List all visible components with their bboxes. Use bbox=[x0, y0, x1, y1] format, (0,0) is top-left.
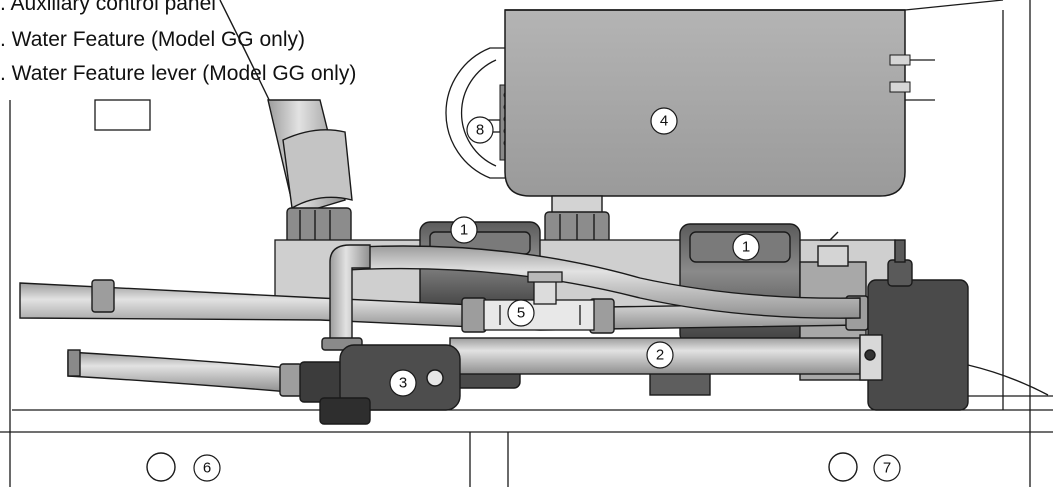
callout-7: 7 bbox=[873, 454, 901, 482]
base-hole-7 bbox=[828, 452, 858, 482]
diagonal-inlet-pipe bbox=[267, 99, 353, 249]
return-pipe bbox=[339, 245, 861, 319]
callout-label: 6 bbox=[203, 460, 211, 477]
legend-item-water-feature-lever: . Water Feature lever (Model GG only) bbox=[0, 62, 357, 85]
callout-5: 5 bbox=[507, 299, 535, 327]
callout-label: 7 bbox=[883, 460, 891, 477]
lower-left-hose bbox=[67, 349, 303, 397]
callout-label: 1 bbox=[460, 222, 468, 239]
heater-end-cap bbox=[859, 239, 1049, 411]
callout-2: 2 bbox=[646, 341, 674, 369]
callout-4: 4 bbox=[650, 107, 678, 135]
callout-label: 1 bbox=[742, 239, 750, 256]
callout-6: 6 bbox=[193, 454, 221, 482]
base-hole-6 bbox=[146, 452, 176, 482]
callout-3: 3 bbox=[389, 369, 417, 397]
legend-item-auxiliary-control-panel: . Auxiliary control panel bbox=[0, 0, 216, 15]
callout-label: 4 bbox=[660, 113, 668, 130]
callout-1-right: 1 bbox=[732, 233, 760, 261]
legend-item-water-feature: . Water Feature (Model GG only) bbox=[0, 28, 305, 51]
callout-label: 2 bbox=[656, 347, 664, 364]
upper-hose bbox=[19, 279, 869, 334]
callout-label: 3 bbox=[399, 375, 407, 392]
callout-1-left: 1 bbox=[450, 216, 478, 244]
callout-8: 8 bbox=[466, 116, 494, 144]
control-box-housing bbox=[504, 9, 935, 197]
tee-fitting bbox=[483, 271, 595, 331]
callout-label: 5 bbox=[517, 305, 525, 322]
callout-label: 8 bbox=[476, 122, 484, 139]
water-feature-pump bbox=[299, 344, 461, 425]
